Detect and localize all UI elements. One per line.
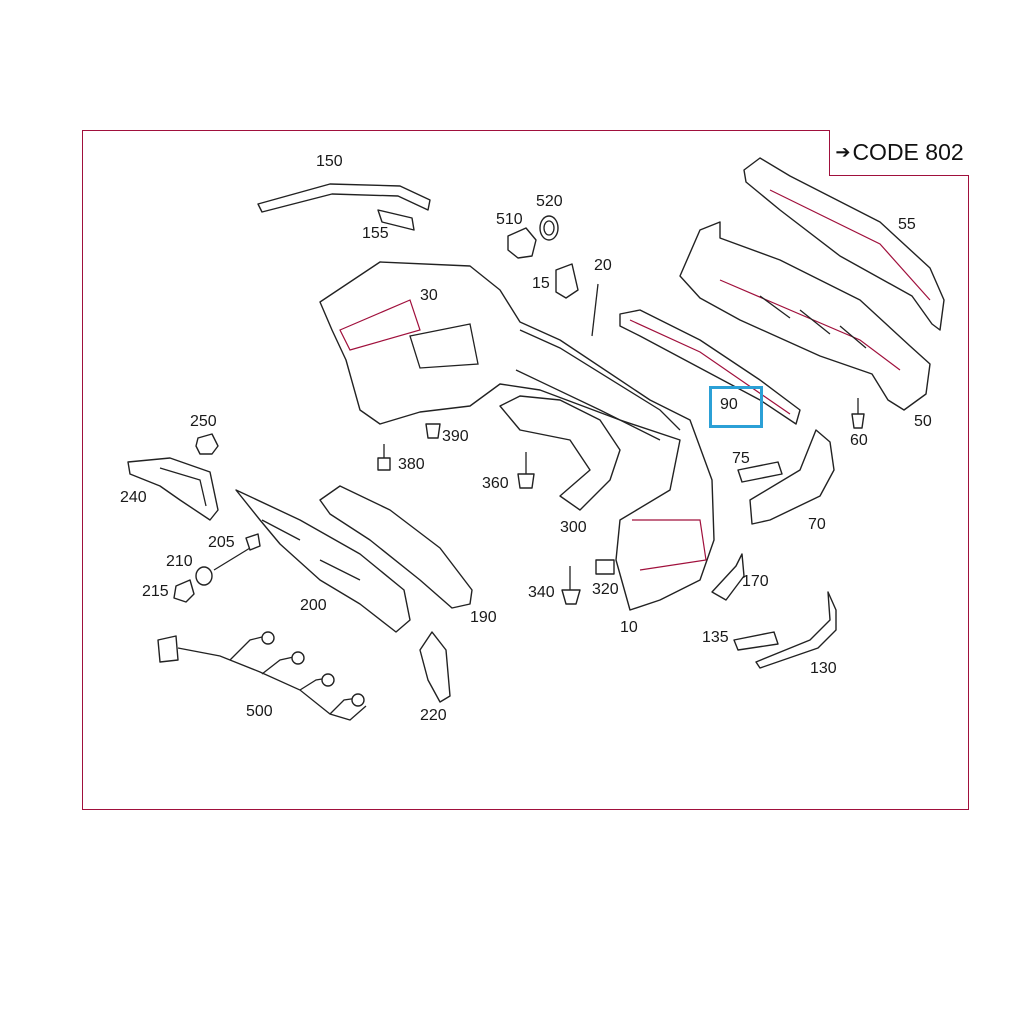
part-510-sensor	[507, 227, 537, 259]
label-520[interactable]: 520	[536, 193, 563, 210]
label-75[interactable]: 75	[732, 450, 750, 467]
label-150[interactable]: 150	[316, 153, 343, 170]
label-90[interactable]: 90	[720, 396, 738, 413]
part-215-nut	[173, 579, 195, 603]
part-320-nut	[595, 559, 615, 575]
part-390-screw	[425, 423, 441, 439]
label-360[interactable]: 360	[482, 475, 509, 492]
part-135-clip	[733, 631, 779, 651]
part-30-bumper-cover	[319, 261, 715, 611]
part-380-bolt	[377, 457, 391, 471]
part-90-strip	[619, 309, 801, 425]
label-220[interactable]: 220	[420, 707, 447, 724]
label-380[interactable]: 380	[398, 456, 425, 473]
label-510[interactable]: 510	[496, 211, 523, 228]
part-250-nut	[195, 433, 219, 455]
label-135[interactable]: 135	[702, 629, 729, 646]
arrow-right-icon: ➔	[835, 142, 851, 162]
label-20[interactable]: 20	[594, 257, 612, 274]
label-340[interactable]: 340	[528, 584, 555, 601]
part-205-bolt	[213, 547, 251, 571]
part-520-ring	[539, 215, 559, 241]
label-50[interactable]: 50	[914, 413, 932, 430]
part-155-clip	[377, 209, 415, 231]
label-60[interactable]: 60	[850, 432, 868, 449]
label-170[interactable]: 170	[742, 573, 769, 590]
part-15-bracket	[555, 263, 579, 299]
label-390[interactable]: 390	[442, 428, 469, 445]
part-150-trim-strip	[257, 183, 431, 213]
part-240-bracket	[127, 457, 219, 521]
part-300-bracket	[499, 395, 621, 511]
part-60-screw	[851, 413, 865, 429]
label-200[interactable]: 200	[300, 597, 327, 614]
label-500[interactable]: 500	[246, 703, 273, 720]
part-20-pin	[591, 283, 599, 337]
label-10[interactable]: 10	[620, 619, 638, 636]
label-300[interactable]: 300	[560, 519, 587, 536]
part-220-bracket	[419, 631, 451, 703]
label-250[interactable]: 250	[190, 413, 217, 430]
label-240[interactable]: 240	[120, 489, 147, 506]
label-130[interactable]: 130	[810, 660, 837, 677]
label-215[interactable]: 215	[142, 583, 169, 600]
label-30[interactable]: 30	[420, 287, 438, 304]
part-130-strip	[755, 591, 837, 669]
part-70-trim	[749, 429, 835, 525]
code-tag: ➔ CODE 802	[829, 130, 969, 176]
label-205[interactable]: 205	[208, 534, 235, 551]
label-70[interactable]: 70	[808, 516, 826, 533]
part-190-absorber	[319, 485, 473, 609]
label-320[interactable]: 320	[592, 581, 619, 598]
label-15[interactable]: 15	[532, 275, 550, 292]
part-55-upper-diffuser	[743, 157, 945, 331]
part-75-clip	[737, 461, 783, 483]
label-190[interactable]: 190	[470, 609, 497, 626]
label-155[interactable]: 155	[362, 225, 389, 242]
part-340-screw	[561, 589, 581, 605]
part-360-bolt	[517, 473, 535, 489]
code-tag-text: CODE 802	[852, 139, 964, 165]
part-170-cover	[711, 553, 745, 601]
part-210-washer	[195, 566, 213, 586]
highlight-box	[709, 386, 763, 428]
label-55[interactable]: 55	[898, 216, 916, 233]
part-500-harness	[157, 631, 367, 721]
label-210[interactable]: 210	[166, 553, 193, 570]
